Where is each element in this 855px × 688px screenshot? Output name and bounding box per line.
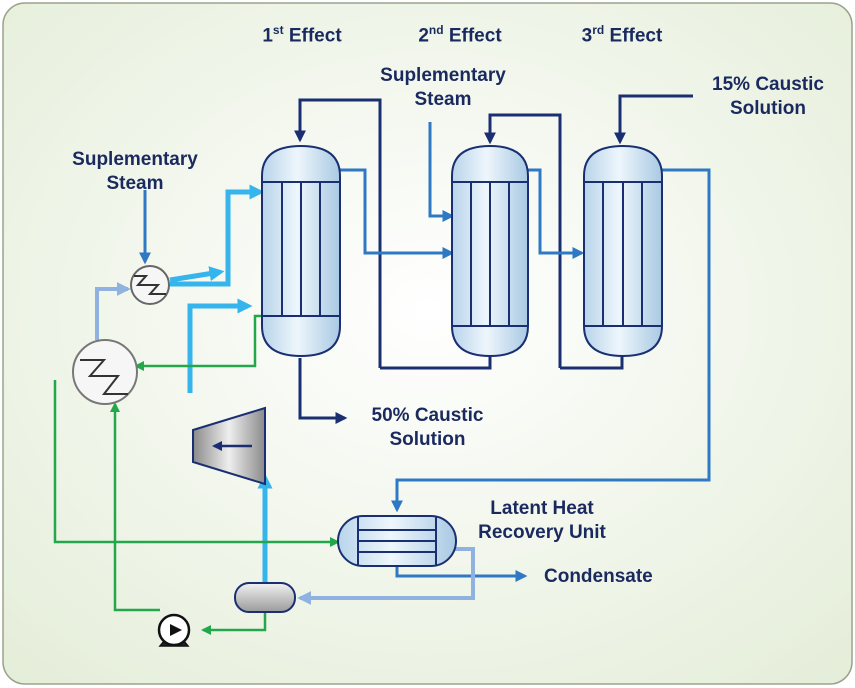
effect1-evaporator [261,144,341,358]
medium-blue-lines [139,122,711,582]
condensate-line [395,564,528,582]
effect2-bottom-line [380,355,492,370]
supp-steam-top-line2: Steam [414,89,472,110]
steam-to-effect1-line [170,184,265,287]
caustic-15-line2: Solution [730,98,806,119]
supp-steam-effect2-line [428,122,455,222]
caustic-feed-line [614,94,693,145]
steam-lines [169,184,273,583]
compressor-icon [192,406,266,486]
supp-steam-top-label: Suplementary Steam [368,64,518,112]
caustic-50-line2: Solution [389,429,466,450]
vapor-to-recovery-line [391,168,711,513]
pale-blue-lines [95,282,475,605]
effect2-evaporator [451,144,529,358]
caustic-50-label: 50% Caustic Solution [355,404,500,452]
latent-heat-line1: Latent Heat [490,498,594,519]
caustic-50-line1: 50% Caustic [371,405,484,426]
feed-to-effect1-line [294,98,382,368]
pump-to-exchanger-line [110,402,160,612]
drum-to-pump-line [201,611,267,635]
caustic-product-line [298,358,348,424]
separator-drum [234,582,296,613]
caustic-15-label: 15% Caustic Solution [698,73,838,121]
supp-steam-left-label: Suplementary Steam [60,148,210,196]
effect3-label: 3rd Effect [581,23,663,47]
compressor-discharge-line [187,298,253,393]
shell-tube-exchanger [337,515,457,567]
feed-to-effect2-line [484,113,562,368]
exchanger-to-recovery-line [53,380,340,547]
vapor-2-3-line [528,168,585,259]
caustic-15-line1: 15% Caustic [712,74,824,95]
exchanger-to-heater-line [95,282,131,340]
heat-exchanger-icon [130,265,170,305]
latent-heat-line2: Recovery Unit [478,522,606,543]
vapor-1-2-line [340,168,455,259]
effect3-evaporator [583,144,663,358]
pump-icon [157,613,191,647]
latent-heat-label: Latent Heat Recovery Unit [462,497,622,545]
supp-steam-left-line2: Steam [106,173,164,194]
condensate-return-line [134,314,265,371]
recovery-to-drum-line [297,547,475,605]
supp-steam-top-line1: Suplementary [380,65,506,86]
supp-steam-left-line1: Suplementary [72,149,198,170]
heat-exchanger-large-icon [72,339,138,405]
green-lines [53,314,340,635]
condensate-label: Condensate [544,566,653,587]
effect1-label: 1st Effect [262,23,342,47]
effect3-bottom-line [560,355,624,370]
dark-blue-lines [294,94,693,424]
heater-outlet-line [169,266,225,283]
effect2-label: 2nd Effect [418,23,502,47]
